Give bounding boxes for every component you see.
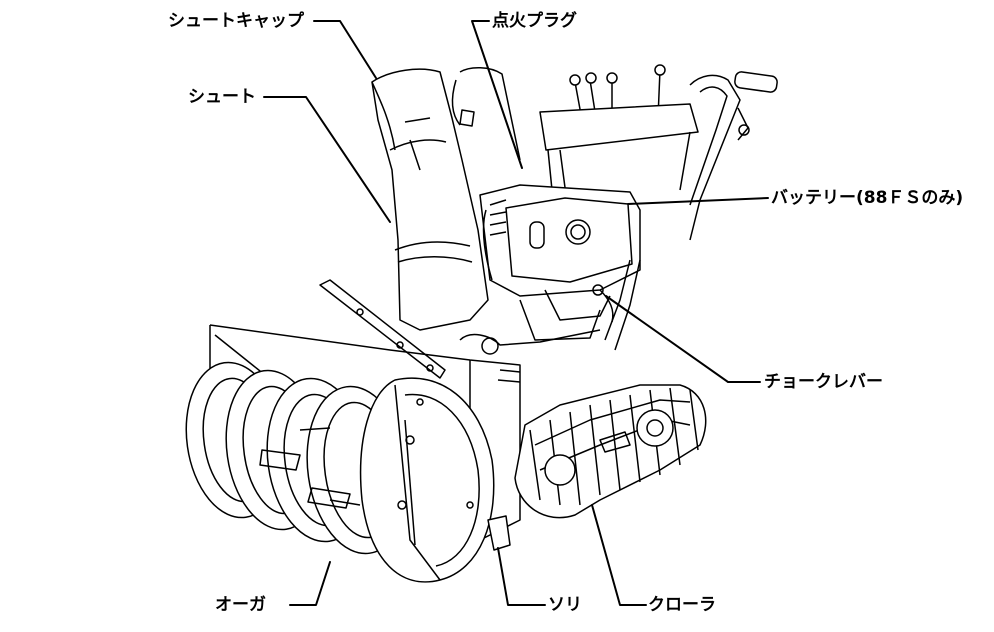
label-choke-lever: チョークレバー	[764, 372, 883, 392]
handle-bar	[451, 64, 778, 241]
label-chute-cap: シュートキャップ	[168, 11, 304, 31]
label-spark-plug: 点火プラグ	[492, 11, 577, 31]
leader-lines	[263, 20, 769, 606]
label-chute: シュート	[188, 87, 256, 107]
label-crawler: クローラ	[648, 595, 716, 615]
label-auger: オーガ	[215, 595, 266, 615]
engine	[479, 184, 641, 341]
chute	[371, 68, 489, 331]
label-skid: ソリ	[548, 595, 582, 615]
skid	[487, 515, 511, 551]
crawler	[514, 384, 707, 519]
label-battery: バッテリー(88ＦＳのみ)	[771, 188, 964, 208]
frame	[209, 259, 641, 546]
side-plate	[359, 377, 495, 583]
